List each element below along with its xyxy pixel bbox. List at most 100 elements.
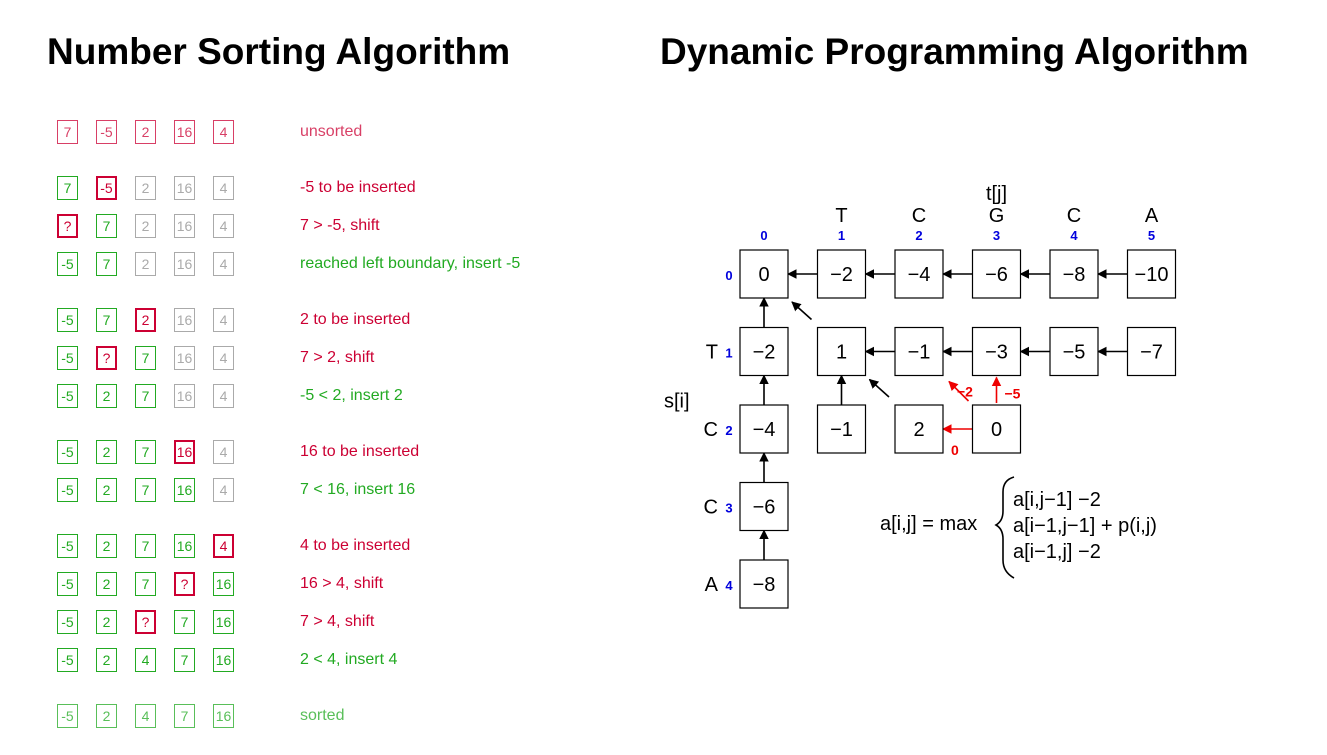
sort-cell: -5 (96, 120, 117, 144)
sort-cell: 16 (174, 440, 195, 464)
sort-cell: -5 (57, 478, 78, 502)
sort-step-label: 7 < 16, insert 16 (300, 481, 416, 498)
sort-cell: 16 (174, 346, 195, 370)
row-index: 3 (725, 501, 732, 516)
dp-cell-value: −7 (1140, 342, 1163, 364)
sort-cell: 4 (213, 214, 234, 238)
sort-cell: 7 (174, 610, 195, 634)
dp-cell (1049, 326, 1099, 377)
dp-cell (894, 326, 944, 377)
row-index: 4 (725, 578, 733, 593)
sort-cell: 7 (174, 704, 195, 728)
dp-cell (894, 249, 944, 299)
sort-cell: 2 (96, 534, 117, 558)
sort-cell: 4 (213, 120, 234, 144)
sort-cell: 7 (135, 440, 156, 464)
sort-cell: 16 (213, 610, 234, 634)
sorting-title: Number Sorting Algorithm (47, 31, 511, 72)
dp-cell (971, 249, 1022, 299)
sort-cell: 4 (213, 346, 234, 370)
dp-cell-value: −2 (753, 342, 776, 364)
row-index: 1 (725, 346, 732, 361)
sort-step-label: unsorted (300, 123, 363, 140)
dp-cell-value: −6 (753, 497, 776, 519)
sort-cell: 4 (213, 252, 234, 276)
s-letter: C (704, 419, 718, 441)
sort-cell: 16 (174, 308, 195, 332)
s-letter: A (705, 574, 719, 596)
sort-cell: 4 (213, 440, 234, 464)
sort-cell: 2 (96, 440, 117, 464)
col-index: 0 (760, 228, 767, 243)
sort-cell: 7 (96, 252, 117, 276)
sort-cell: 16 (174, 214, 195, 238)
sort-step-label: -5 < 2, insert 2 (300, 387, 403, 404)
dp-cell (739, 481, 789, 532)
sort-step-label: 4 to be inserted (300, 537, 411, 554)
sort-cell: 7 (135, 478, 156, 502)
sort-cell: 16 (174, 478, 195, 502)
col-index: 1 (838, 228, 845, 243)
sort-cell: 7 (96, 308, 117, 332)
dp-cell (1126, 326, 1177, 377)
sort-cell: 7 (174, 648, 195, 672)
sort-cell: 16 (174, 384, 195, 408)
sort-cell: -5 (96, 176, 117, 200)
t-letter: G (989, 205, 1005, 227)
dp-cell-value: 0 (758, 264, 769, 286)
sort-cell: 2 (135, 120, 156, 144)
diag-score-label: −2 (957, 384, 973, 400)
sort-step-label: 2 < 4, insert 4 (300, 651, 398, 668)
sort-cell: 4 (213, 308, 234, 332)
sort-cell: 16 (213, 572, 234, 596)
dp-cell (739, 404, 789, 454)
sort-cell: 2 (96, 384, 117, 408)
sort-cell: 2 (96, 610, 117, 634)
dp-arrow (948, 380, 970, 402)
sort-cell: 2 (96, 572, 117, 596)
sort-cell: 2 (96, 648, 117, 672)
sort-cell: 7 (96, 214, 117, 238)
dp-cell (739, 559, 789, 609)
t-letter: A (1145, 205, 1159, 227)
formula-case: a[i,j−1] −2 (1013, 489, 1101, 511)
sort-cell: 4 (213, 176, 234, 200)
sort-cell: 7 (57, 120, 78, 144)
up-score-label: −5 (1005, 386, 1021, 402)
dp-cell (739, 326, 789, 377)
sort-cell: -5 (57, 648, 78, 672)
dp-cell (971, 326, 1022, 377)
sort-cell: 16 (174, 176, 195, 200)
left-score-label: 0 (951, 442, 959, 458)
dp-cell-value: 1 (836, 342, 847, 364)
sort-cell: 4 (135, 704, 156, 728)
s-letter: C (704, 497, 718, 519)
sort-cell: -5 (57, 308, 78, 332)
dp-cell-value: −8 (753, 574, 776, 596)
dp-cell-value: −5 (1063, 342, 1086, 364)
dp-cell (816, 326, 867, 377)
sort-step-label: 7 > 4, shift (300, 613, 375, 630)
sort-step-label: 7 > 2, shift (300, 349, 375, 366)
sort-cell: -5 (57, 252, 78, 276)
dp-cell (816, 404, 867, 454)
dp-cell (739, 249, 789, 299)
sort-cell: -5 (57, 440, 78, 464)
dp-arrow (868, 378, 890, 398)
dp-cell-value: −1 (830, 419, 853, 441)
dp-cell-value: −1 (908, 342, 931, 364)
sort-cell: 16 (213, 704, 234, 728)
sort-cell: -5 (57, 610, 78, 634)
dp-cell-value: −8 (1063, 264, 1086, 286)
sort-cell: 16 (213, 648, 234, 672)
t-axis-label: t[j] (986, 183, 1007, 205)
dp-cell-value: −2 (830, 264, 853, 286)
col-index: 5 (1148, 228, 1155, 243)
s-letter: T (706, 342, 718, 364)
t-letter: C (1067, 205, 1081, 227)
sort-cell: ? (57, 214, 78, 238)
sort-cell: 16 (174, 534, 195, 558)
sort-step-label: 2 to be inserted (300, 311, 411, 328)
sort-cell: 16 (174, 252, 195, 276)
